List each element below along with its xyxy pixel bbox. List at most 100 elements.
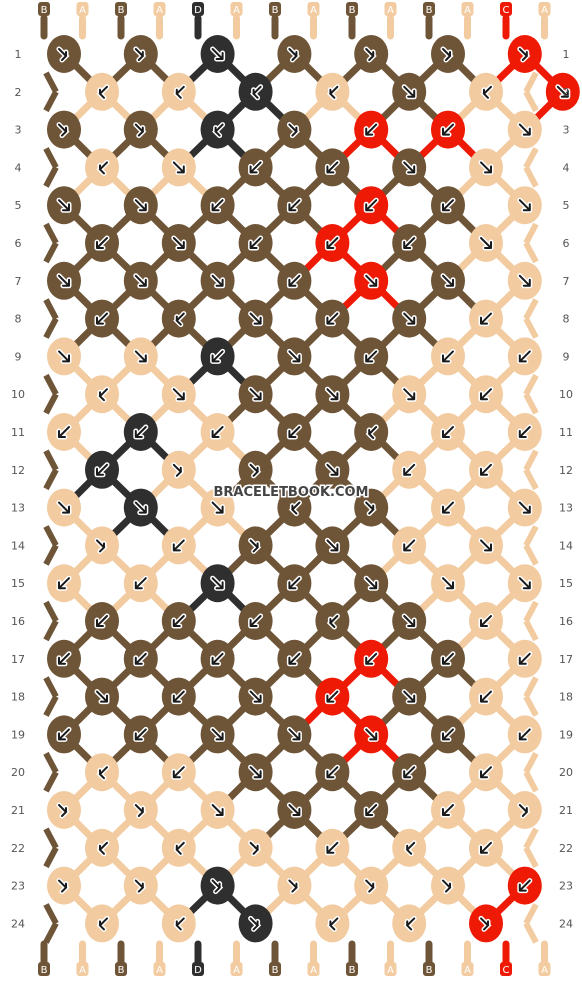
- knot[interactable]: [277, 639, 312, 678]
- knot[interactable]: [315, 148, 350, 187]
- knot[interactable]: [238, 450, 273, 489]
- knot[interactable]: [315, 450, 350, 489]
- knot[interactable]: [85, 828, 119, 867]
- knot[interactable]: [545, 72, 580, 111]
- knot[interactable]: [469, 148, 503, 187]
- knot[interactable]: [507, 337, 542, 376]
- knot[interactable]: [200, 110, 235, 149]
- knot[interactable]: [354, 261, 389, 300]
- knot[interactable]: [431, 715, 465, 754]
- knot[interactable]: [277, 413, 312, 451]
- knot[interactable]: [85, 904, 119, 943]
- knot[interactable]: [469, 526, 503, 565]
- knot[interactable]: [431, 261, 465, 300]
- knot[interactable]: [85, 148, 119, 187]
- knot[interactable]: [507, 564, 542, 603]
- knot[interactable]: [469, 677, 503, 716]
- knot[interactable]: [507, 413, 542, 451]
- knot[interactable]: [47, 564, 81, 603]
- knot[interactable]: [431, 186, 465, 225]
- knot[interactable]: [47, 413, 81, 451]
- knot[interactable]: [200, 866, 235, 905]
- knot[interactable]: [123, 186, 158, 225]
- knot[interactable]: [161, 224, 196, 262]
- knot[interactable]: [277, 791, 312, 829]
- knot[interactable]: [507, 639, 542, 678]
- knot[interactable]: [200, 488, 235, 527]
- knot[interactable]: [238, 148, 273, 187]
- knot[interactable]: [123, 110, 158, 149]
- knot[interactable]: [47, 791, 81, 829]
- knot[interactable]: [507, 866, 542, 905]
- knot[interactable]: [392, 602, 427, 640]
- knot[interactable]: [315, 753, 350, 792]
- knot[interactable]: [392, 526, 427, 565]
- knot[interactable]: [354, 715, 389, 754]
- knot[interactable]: [431, 564, 465, 603]
- knot[interactable]: [47, 488, 81, 527]
- knot[interactable]: [238, 526, 273, 565]
- knot[interactable]: [392, 753, 427, 792]
- knot[interactable]: [161, 828, 196, 867]
- knot[interactable]: [354, 110, 389, 149]
- knot[interactable]: [238, 72, 273, 111]
- knot[interactable]: [161, 450, 196, 489]
- knot[interactable]: [469, 602, 503, 640]
- knot[interactable]: [238, 753, 273, 792]
- knot[interactable]: [277, 110, 312, 149]
- knot[interactable]: [392, 375, 427, 414]
- knot[interactable]: [85, 224, 119, 262]
- knot[interactable]: [315, 299, 350, 338]
- knot[interactable]: [277, 261, 312, 300]
- knot[interactable]: [161, 753, 196, 792]
- knot[interactable]: [85, 753, 119, 792]
- knot[interactable]: [161, 904, 196, 943]
- knot[interactable]: [123, 866, 158, 905]
- knot[interactable]: [161, 299, 196, 338]
- knot[interactable]: [200, 791, 235, 829]
- knot[interactable]: [354, 186, 389, 225]
- knot[interactable]: [354, 866, 389, 905]
- knot[interactable]: [238, 375, 273, 414]
- knot[interactable]: [123, 564, 158, 603]
- knot[interactable]: [392, 224, 427, 262]
- knot[interactable]: [85, 375, 119, 414]
- knot[interactable]: [469, 224, 503, 262]
- knot[interactable]: [431, 35, 465, 73]
- knot[interactable]: [85, 526, 119, 565]
- knot[interactable]: [277, 337, 312, 376]
- knot[interactable]: [200, 564, 235, 603]
- knot[interactable]: [277, 186, 312, 225]
- knot[interactable]: [469, 753, 503, 792]
- knot[interactable]: [85, 299, 119, 338]
- knot[interactable]: [85, 450, 119, 489]
- knot[interactable]: [469, 375, 503, 414]
- knot[interactable]: [123, 488, 158, 527]
- knot[interactable]: [123, 715, 158, 754]
- knot[interactable]: [47, 261, 81, 300]
- knot[interactable]: [47, 35, 81, 73]
- knot[interactable]: [392, 299, 427, 338]
- knot[interactable]: [161, 602, 196, 640]
- knot[interactable]: [315, 224, 350, 262]
- knot[interactable]: [507, 488, 542, 527]
- knot[interactable]: [238, 677, 273, 716]
- knot[interactable]: [200, 337, 235, 376]
- knot[interactable]: [161, 375, 196, 414]
- knot[interactable]: [123, 639, 158, 678]
- knot[interactable]: [392, 450, 427, 489]
- knot[interactable]: [200, 639, 235, 678]
- knot[interactable]: [354, 413, 389, 451]
- knot[interactable]: [392, 828, 427, 867]
- knot[interactable]: [507, 715, 542, 754]
- knot[interactable]: [277, 488, 312, 527]
- knot[interactable]: [47, 337, 81, 376]
- knot[interactable]: [47, 715, 81, 754]
- knot[interactable]: [507, 791, 542, 829]
- knot[interactable]: [392, 72, 427, 111]
- knot[interactable]: [123, 413, 158, 451]
- knot[interactable]: [315, 828, 350, 867]
- knot[interactable]: [277, 35, 312, 73]
- knot[interactable]: [123, 261, 158, 300]
- knot[interactable]: [315, 677, 350, 716]
